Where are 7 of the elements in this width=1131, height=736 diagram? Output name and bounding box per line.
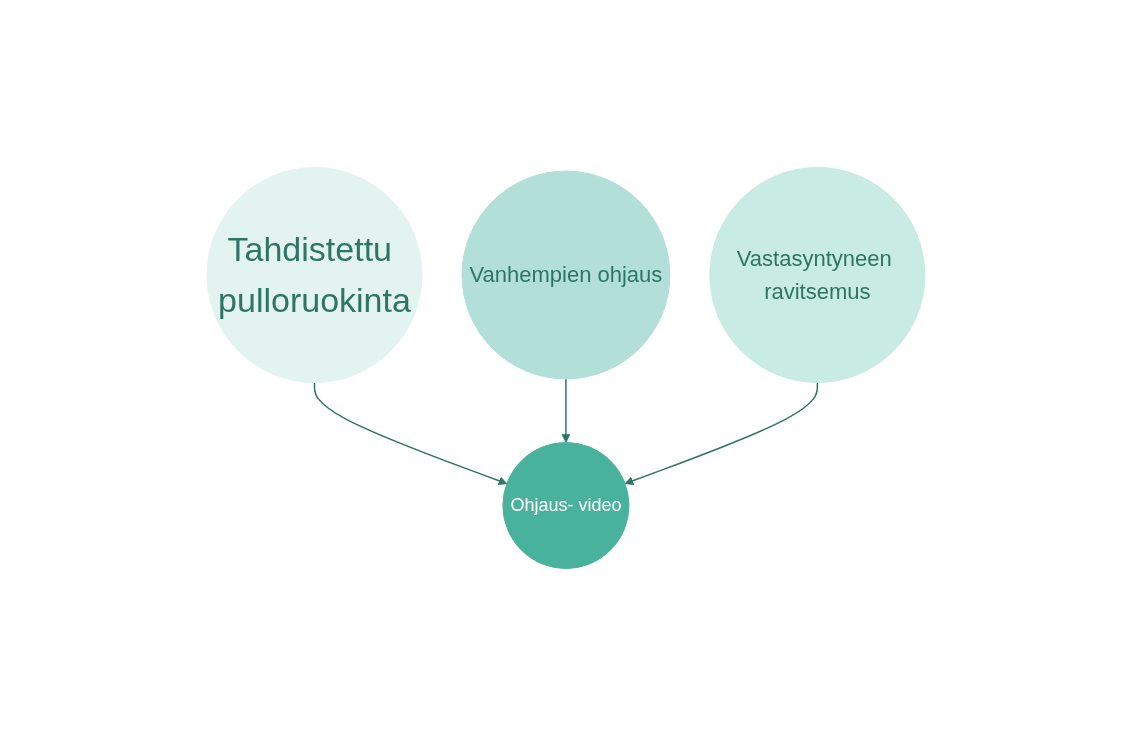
node-circle: Vanhempien ohjaus bbox=[461, 170, 670, 380]
arrow bbox=[624, 381, 818, 485]
arrow bbox=[561, 378, 570, 443]
node-circle: Tahdistettu pulloruokinta bbox=[206, 166, 423, 383]
node-circle: Vastasyntyneen ravitsemus bbox=[708, 166, 925, 383]
arrow bbox=[313, 381, 507, 485]
node-circle: Ohjaus- video bbox=[501, 441, 630, 570]
